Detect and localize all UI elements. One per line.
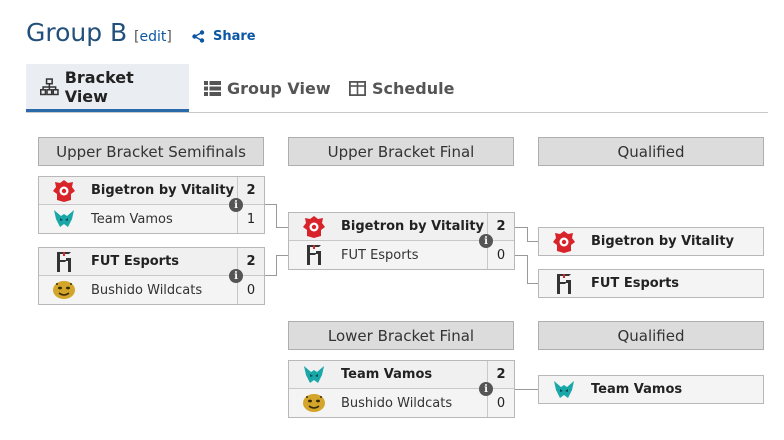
team-name: Bigetron by Vitality xyxy=(91,183,235,198)
team-name: Bushido Wildcats xyxy=(341,395,453,411)
tab-bracket-view-label: Bracket View xyxy=(64,67,134,106)
tab-schedule-label: Schedule xyxy=(372,78,455,98)
match-upper-semifinal-1[interactable]: Bigetron by Vitality 2 Team Vamos 1 xyxy=(38,176,265,234)
match-info-icon[interactable]: i xyxy=(229,198,243,212)
match-team-row[interactable]: Team Vamos 1 xyxy=(39,205,264,233)
qualified-team-name: Team Vamos xyxy=(591,382,683,397)
team-vamos-logo-icon xyxy=(549,377,579,403)
share-icon xyxy=(192,30,205,43)
calendar-grid-icon xyxy=(349,80,366,96)
tab-bracket-view[interactable]: Bracket View xyxy=(26,64,189,112)
qualified-team[interactable]: Bigetron by Vitality xyxy=(538,227,764,256)
qualified-team-name: FUT Esports xyxy=(591,276,680,291)
team-score: 2 xyxy=(487,213,514,240)
tab-group-view-label: Group View xyxy=(227,78,331,98)
round-header-lower-final: Lower Bracket Final xyxy=(288,321,514,350)
match-lower-final[interactable]: Team Vamos 2 Bushido Wildcats 0 xyxy=(288,360,515,418)
team-score: 2 xyxy=(487,361,514,388)
match-upper-final[interactable]: Bigetron by Vitality 2 FUT Esports 0 xyxy=(288,212,515,270)
bushido-wildcats-logo-icon xyxy=(49,277,79,303)
bigetron-logo-icon xyxy=(549,229,579,255)
connector-line xyxy=(515,255,527,256)
team-score: 2 xyxy=(237,248,264,275)
match-info-icon[interactable]: i xyxy=(479,234,493,248)
match-team-row[interactable]: Bigetron by Vitality 2 xyxy=(289,213,514,241)
match-team-row[interactable]: FUT Esports 2 xyxy=(39,248,264,276)
bigetron-logo-icon xyxy=(49,178,79,204)
team-name: Team Vamos xyxy=(341,367,433,382)
team-score: 1 xyxy=(237,205,264,233)
connector-line xyxy=(527,283,538,284)
match-upper-semifinal-2[interactable]: FUT Esports 2 Bushido Wildcats 0 xyxy=(38,247,265,305)
edit-link[interactable]: [edit] xyxy=(134,29,172,45)
qualified-team-name: Bigetron by Vitality xyxy=(591,234,735,249)
team-score: 0 xyxy=(487,389,514,417)
page-title: Group B xyxy=(26,18,128,47)
match-team-row[interactable]: Bigetron by Vitality 2 xyxy=(39,177,264,205)
tab-group-view[interactable]: Group View xyxy=(204,64,331,112)
team-name: FUT Esports xyxy=(341,247,419,263)
fut-esports-logo-icon xyxy=(299,242,329,268)
round-header-upper-final: Upper Bracket Final xyxy=(288,137,514,166)
round-header-qualified: Qualified xyxy=(538,137,764,166)
fut-esports-logo-icon xyxy=(49,249,79,275)
team-vamos-logo-icon xyxy=(49,206,79,232)
bracket-icon xyxy=(40,77,59,95)
connector-line xyxy=(527,241,538,242)
match-team-row[interactable]: Bushido Wildcats 0 xyxy=(289,389,514,417)
round-header-qualified-lower: Qualified xyxy=(538,321,764,350)
list-icon xyxy=(204,80,221,96)
match-team-row[interactable]: Bushido Wildcats 0 xyxy=(39,276,264,304)
match-info-icon[interactable]: i xyxy=(229,269,243,283)
connector-line xyxy=(515,227,527,228)
connector-line xyxy=(264,275,276,276)
match-info-icon[interactable]: i xyxy=(479,382,493,396)
share-label: Share xyxy=(213,29,256,44)
match-team-row[interactable]: FUT Esports 0 xyxy=(289,241,514,269)
bushido-wildcats-logo-icon xyxy=(299,390,329,416)
qualified-team[interactable]: FUT Esports xyxy=(538,269,764,298)
share-button[interactable]: Share xyxy=(192,29,256,44)
connector-line xyxy=(276,255,288,256)
tabs-divider xyxy=(26,112,768,113)
match-team-row[interactable]: Team Vamos 2 xyxy=(289,361,514,389)
fut-esports-logo-icon xyxy=(549,271,579,297)
team-name: Team Vamos xyxy=(91,211,173,227)
team-score: 0 xyxy=(487,241,514,269)
bigetron-logo-icon xyxy=(299,214,329,240)
connector-line xyxy=(276,255,277,276)
edit-bracket-close: ] xyxy=(166,29,172,45)
connector-line xyxy=(276,227,288,228)
team-score: 0 xyxy=(237,276,264,304)
team-name: Bigetron by Vitality xyxy=(341,219,485,234)
edit-label[interactable]: edit xyxy=(139,29,167,45)
team-score: 2 xyxy=(237,177,264,204)
connector-line xyxy=(276,204,277,227)
connector-line xyxy=(264,204,276,205)
connector-line xyxy=(527,255,528,283)
edit-bracket-open: [ xyxy=(134,29,140,45)
tab-schedule[interactable]: Schedule xyxy=(349,64,454,112)
connector-line xyxy=(527,227,528,241)
team-name: Bushido Wildcats xyxy=(91,282,203,298)
team-vamos-logo-icon xyxy=(299,362,329,388)
team-name: FUT Esports xyxy=(91,254,180,269)
qualified-team[interactable]: Team Vamos xyxy=(538,375,764,404)
round-header-upper-semifinals: Upper Bracket Semifinals xyxy=(38,137,264,166)
connector-line xyxy=(515,389,538,390)
